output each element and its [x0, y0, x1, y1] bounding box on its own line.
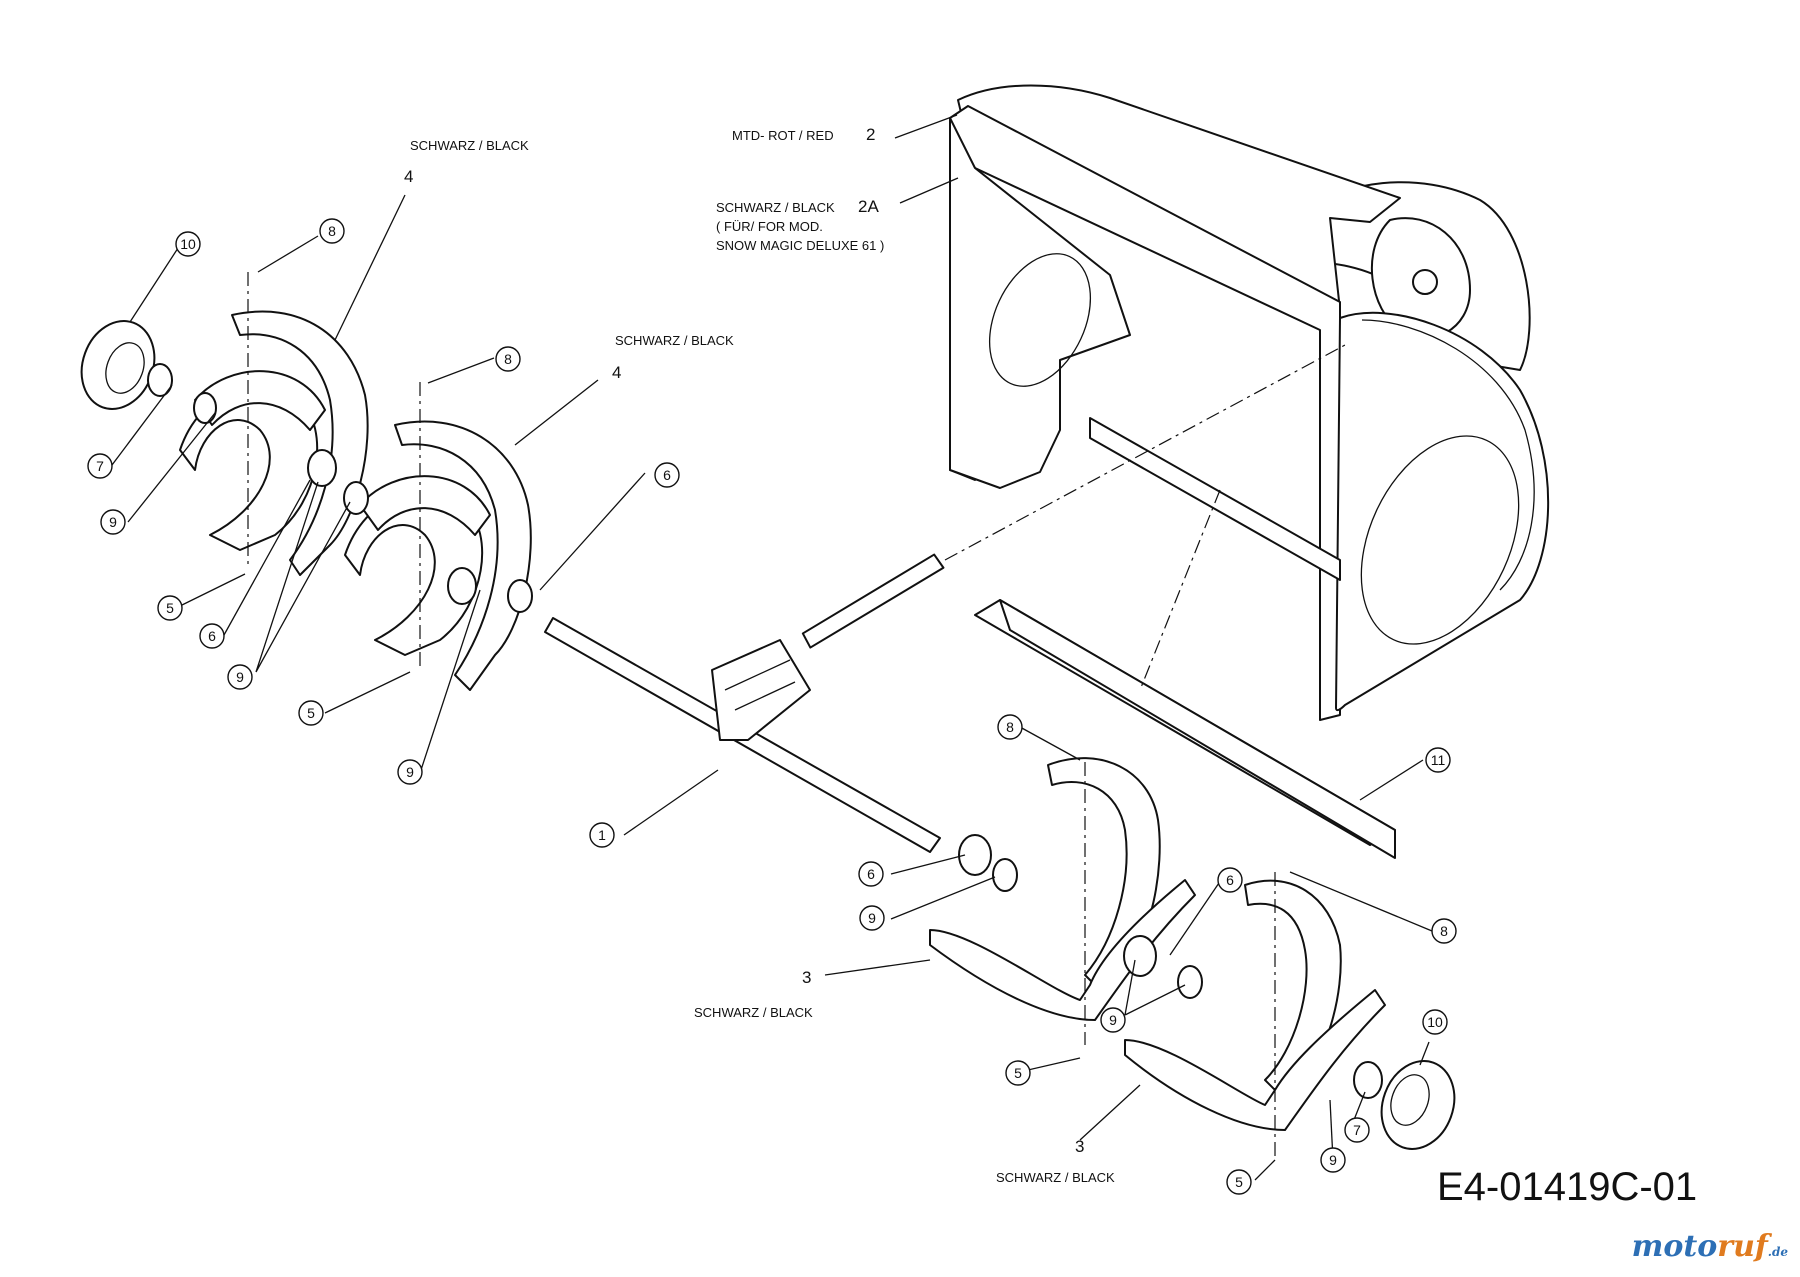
svg-text:8: 8 [1440, 923, 1448, 939]
callout-9-b: 9 [227, 664, 253, 690]
callout-1: 1 [589, 822, 615, 848]
brand-tld: .de [1767, 1245, 1788, 1259]
svg-text:6: 6 [867, 866, 875, 882]
note-auger-right-outer: SCHWARZ / BLACK [996, 1170, 1115, 1185]
brand-watermark: motoruf.de [1632, 1229, 1788, 1264]
callout-6-c: 6 [858, 861, 884, 887]
svg-text:9: 9 [1329, 1152, 1337, 1168]
svg-text:8: 8 [1006, 719, 1014, 735]
diagram-code: E4-01419C-01 [1437, 1165, 1697, 1209]
callout-5-b: 5 [298, 700, 324, 726]
note-auger-left-inner: SCHWARZ / BLACK [615, 333, 734, 348]
callout-6-d: 6 [1217, 867, 1243, 893]
svg-text:7: 7 [1353, 1122, 1361, 1138]
svg-text:5: 5 [307, 705, 315, 721]
note-auger-right-outer-num: 3 [1075, 1137, 1084, 1156]
callout-9-d: 9 [859, 905, 885, 931]
bearing-left [80, 320, 156, 410]
svg-text:8: 8 [504, 351, 512, 367]
note-housing-black-model-2: SNOW MAGIC DELUXE 61 ) [716, 238, 884, 253]
auger-flight-left-inner [344, 420, 532, 691]
support-bar [974, 599, 1396, 859]
callout-8-a: 8 [319, 218, 345, 244]
svg-text:5: 5 [1235, 1174, 1243, 1190]
callout-6-b: 6 [654, 462, 680, 488]
callout-9-a: 9 [100, 509, 126, 535]
callout-9-f: 9 [1320, 1147, 1346, 1173]
callout-8-d: 8 [1431, 918, 1457, 944]
svg-text:8: 8 [328, 223, 336, 239]
svg-text:9: 9 [868, 910, 876, 926]
callouts: 10 8 8 7 9 5 6 9 5 6 9 1 8 11 6 9 6 8 9 … [87, 218, 1457, 1195]
note-auger-left-outer: SCHWARZ / BLACK [410, 138, 529, 153]
brand-accent: ruf [1717, 1229, 1768, 1264]
auger-shaft [544, 553, 945, 853]
svg-text:9: 9 [406, 764, 414, 780]
callout-5-a: 5 [157, 595, 183, 621]
auger-flight-left-outer [179, 310, 369, 576]
note-auger-left-outer-num: 4 [404, 167, 413, 186]
note-housing-black-model-1: ( FÜR/ FOR MOD. [716, 219, 823, 234]
notes: SCHWARZ / BLACK 4 SCHWARZ / BLACK 4 MTD-… [404, 125, 1115, 1185]
note-housing-black: SCHWARZ / BLACK [716, 200, 835, 215]
svg-text:5: 5 [166, 600, 174, 616]
callout-6-a: 6 [199, 623, 225, 649]
svg-text:6: 6 [1226, 872, 1234, 888]
auger-flight-right-inner [929, 757, 1196, 1021]
note-housing-black-num: 2A [858, 197, 879, 216]
note-auger-left-inner-num: 4 [612, 363, 621, 382]
callout-7-left: 7 [87, 453, 113, 479]
callout-7-right: 7 [1344, 1117, 1370, 1143]
callout-10-right: 10 [1422, 1009, 1448, 1035]
note-auger-right-inner-num: 3 [802, 968, 811, 987]
svg-text:6: 6 [208, 628, 216, 644]
note-housing-red: MTD- ROT / RED [732, 128, 834, 143]
callout-5-c: 5 [1005, 1060, 1031, 1086]
brand-main: moto [1631, 1229, 1718, 1264]
bushings [147, 363, 1383, 1099]
note-auger-right-inner: SCHWARZ / BLACK [694, 1005, 813, 1020]
callout-9-e: 9 [1100, 1007, 1126, 1033]
svg-text:9: 9 [1109, 1012, 1117, 1028]
note-housing-red-num: 2 [866, 125, 875, 144]
svg-text:9: 9 [236, 669, 244, 685]
svg-text:6: 6 [663, 467, 671, 483]
callout-8-b: 8 [495, 346, 521, 372]
auger-flight-right-outer [1124, 879, 1386, 1131]
bearing-right [1380, 1060, 1456, 1150]
auger-housing [949, 84, 1550, 721]
svg-text:10: 10 [1427, 1014, 1443, 1030]
svg-text:5: 5 [1014, 1065, 1022, 1081]
callout-8-c: 8 [997, 714, 1023, 740]
svg-text:11: 11 [1431, 752, 1446, 768]
leader-lines [111, 114, 1433, 1181]
svg-text:1: 1 [598, 827, 606, 843]
svg-text:10: 10 [180, 236, 196, 252]
callout-5-d: 5 [1226, 1169, 1252, 1195]
svg-text:9: 9 [109, 514, 117, 530]
callout-9-c: 9 [397, 759, 423, 785]
callout-11: 11 [1425, 747, 1451, 773]
callout-10-left: 10 [175, 231, 201, 257]
assembly-lines [247, 272, 1346, 1160]
svg-text:7: 7 [96, 458, 104, 474]
